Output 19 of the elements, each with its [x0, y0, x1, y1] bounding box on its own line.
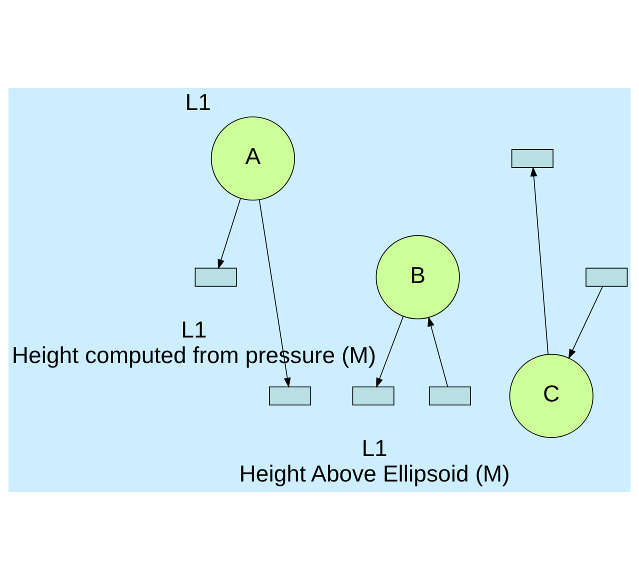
node-label: L1 — [185, 88, 211, 115]
node-label: L1 — [181, 316, 207, 342]
node-box — [586, 268, 628, 287]
arrow — [568, 286, 604, 360]
arrow — [530, 166, 549, 355]
node-box — [428, 386, 471, 406]
node-circle: A — [210, 116, 295, 201]
node-label: Height Above Ellipsoid (M) — [239, 460, 510, 487]
arrow — [376, 316, 404, 388]
node-box — [269, 386, 312, 406]
node-circle: C — [509, 354, 594, 438]
arrow — [258, 199, 291, 388]
node-box — [194, 268, 237, 287]
node-box — [352, 386, 394, 406]
arrow — [428, 316, 448, 388]
node-circle: B — [376, 235, 460, 320]
node-label: L1 — [362, 435, 388, 462]
node-box — [511, 149, 554, 168]
arrow — [218, 198, 241, 270]
